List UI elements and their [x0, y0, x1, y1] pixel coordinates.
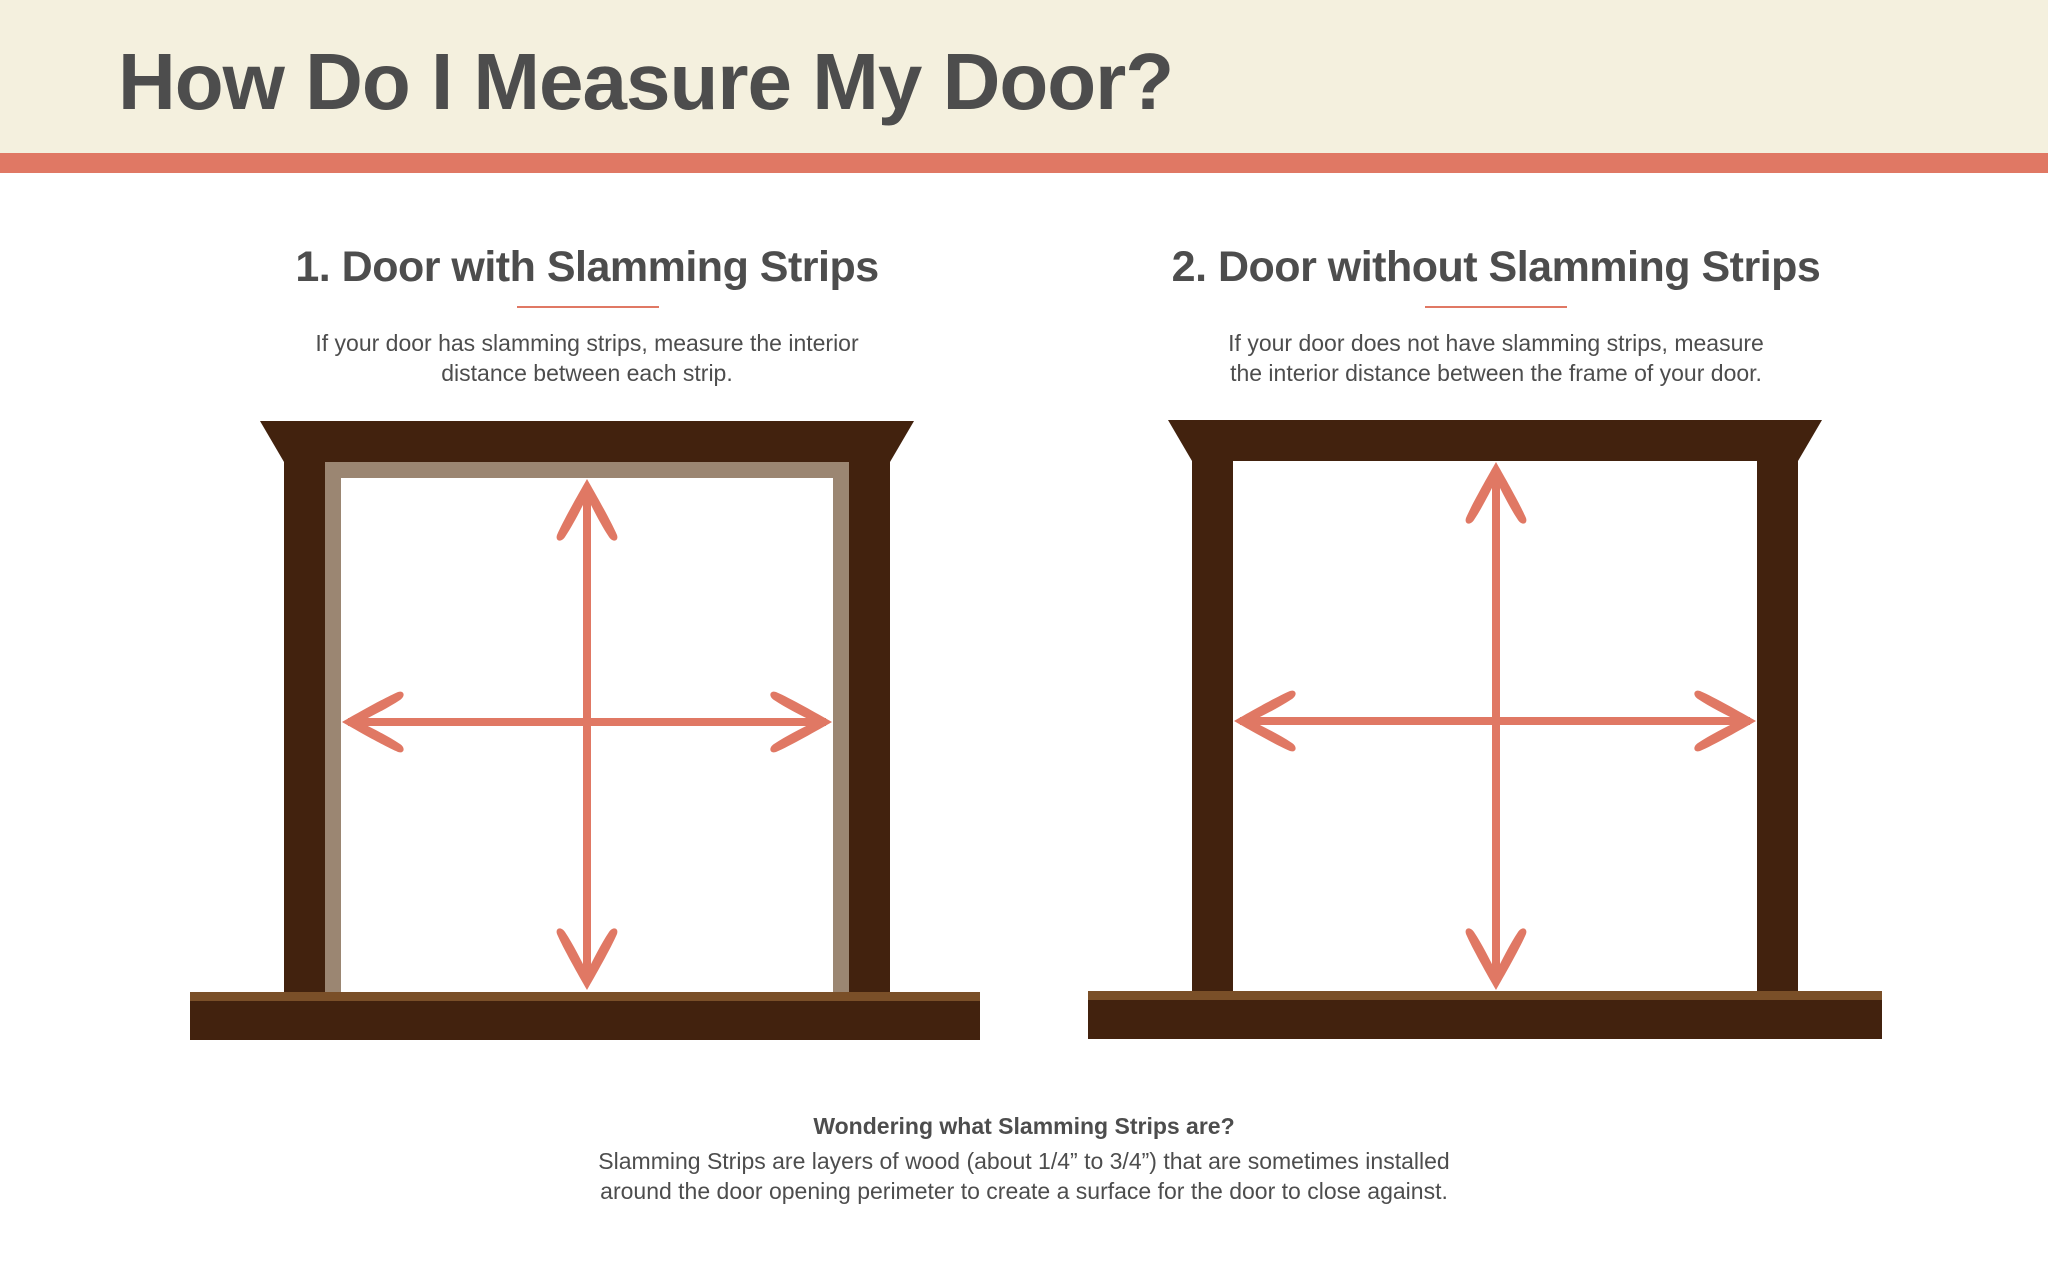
section-2-underline [1425, 306, 1567, 308]
door-1-width-arrow-icon [342, 691, 832, 753]
header-banner: How Do I Measure My Door? [0, 0, 2048, 153]
door-2-sill-top [1088, 991, 1882, 1000]
door-without-slamming-strips-diagram [1088, 420, 1882, 1039]
section-2-description: If your door does not have slamming stri… [1046, 328, 1946, 388]
section-1-title: 1. Door with Slamming Strips [295, 243, 879, 291]
section-2-description-line-1: If your door does not have slamming stri… [1228, 330, 1764, 356]
door-2-left-jamb [1192, 461, 1233, 991]
section-1-description: If your door has slamming strips, measur… [137, 328, 1037, 388]
door-1-left-jamb [284, 462, 325, 992]
door-2-right-jamb [1757, 461, 1798, 991]
door-1-header-trim [260, 421, 914, 462]
section-1-description-line-2: distance between each strip. [441, 360, 733, 386]
section-1-description-line-1: If your door has slamming strips, measur… [315, 330, 859, 356]
door-1-height-arrow-icon [556, 479, 618, 990]
door-1-sill [190, 1001, 980, 1040]
page-title: How Do I Measure My Door? [118, 37, 1174, 126]
door-2-width-arrow-icon [1234, 690, 1756, 752]
slamming-strips [325, 462, 849, 992]
door-1-right-jamb [849, 462, 890, 992]
door-with-slamming-strips-diagram [190, 421, 980, 1040]
door-1-sill-top [190, 992, 980, 1001]
door-2-height-arrow-icon [1465, 462, 1527, 990]
footer-question: Wondering what Slamming Strips are? [813, 1113, 1235, 1139]
section-1-underline [517, 306, 659, 308]
footer-answer-line-1: Slamming Strips are layers of wood (abou… [598, 1148, 1450, 1174]
section-2-description-line-2: the interior distance between the frame … [1230, 360, 1762, 386]
door-2-sill [1088, 1000, 1882, 1039]
header-accent-bar [0, 153, 2048, 173]
footer-answer-line-2: around the door opening perimeter to cre… [600, 1178, 1448, 1204]
section-2-title: 2. Door without Slamming Strips [1171, 243, 1821, 291]
footer-answer: Slamming Strips are layers of wood (abou… [0, 1146, 2048, 1206]
door-2-header-trim [1168, 420, 1822, 461]
